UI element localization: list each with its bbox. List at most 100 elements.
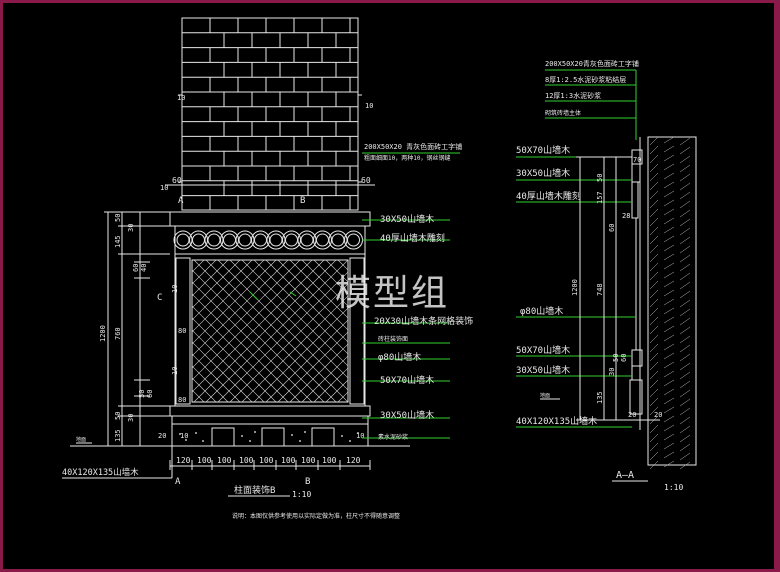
dim-b-5: 100 [281, 456, 296, 465]
sec-dim-5: 1200 [571, 279, 579, 296]
dim-50-mid: 50 [138, 390, 146, 398]
dim-60-mid: 60 [146, 390, 154, 398]
dim-10-b: 10 [171, 367, 179, 375]
elevation-title: 柱面装饰B [234, 484, 275, 496]
rope-ornament [173, 230, 363, 250]
sec-dim-12: 20 [654, 411, 662, 419]
dim-top-right: 60 [361, 176, 371, 185]
callout-leaders [249, 152, 460, 439]
callout-carving: 40厚山墙木雕刻 [380, 232, 445, 244]
callout-brick-face: 200X50X20 青灰色面砖工字铺 [364, 142, 462, 151]
elevation-note: 说明：本图仅供参考使用以实际定做为准，柱尺寸不得随意调整 [232, 512, 400, 520]
sec-dim-3: 28 [622, 212, 630, 220]
dim-brick-base: 10 [160, 184, 168, 192]
callout-30x50-top: 30X50山墙木 [380, 213, 434, 225]
callout-50x70: 50X70山墙木 [380, 374, 434, 386]
sec-top-0: 200X50X20青灰色面砖工字铺 [545, 59, 639, 68]
sec-top-1: 8厚1:2.5水泥砂浆粘结层 [545, 75, 626, 84]
dim-50-bot: 50 [114, 412, 122, 420]
wall-outline [639, 136, 697, 466]
dim-mid-left: 10 [177, 94, 185, 102]
ground-label: 地面 [76, 436, 86, 443]
callout-joint: 粗面细面10，两种10，钢丝钢缝 [364, 154, 450, 162]
sec-dim-8: 60 [620, 354, 628, 362]
sec-dim-0: 70 [633, 156, 641, 164]
dim-b-2: 100 [217, 456, 232, 465]
elevation-view: 60 60 10 10 10 A B C A B [62, 17, 473, 520]
sec-left-3: φ80山墙木 [520, 305, 563, 317]
dim-145: 145 [114, 235, 122, 248]
dim-b-4: 100 [259, 456, 274, 465]
dim-80-a: 80 [178, 327, 186, 335]
gravel-fill [179, 431, 359, 442]
dim-1200: 1200 [99, 325, 107, 342]
sec-top-2: 12厚1:3水泥砂浆 [545, 91, 601, 100]
sec-dim-7: 50 [612, 354, 620, 362]
sec-dim-1: 50 [596, 174, 604, 182]
base-band [169, 405, 371, 447]
dim-40: 40 [140, 264, 148, 272]
dim-50-top: 50 [114, 214, 122, 222]
dim-80-b: 80 [178, 396, 186, 404]
sec-left-6: 40X120X135山墙木 [516, 415, 597, 427]
callout-phi80: φ80山墙木 [378, 351, 421, 363]
callout-lattice: 20X30山墙木条网格装饰 [374, 315, 473, 327]
bottom-left-leader [62, 446, 173, 479]
sec-left-2: 40厚山墙木雕刻 [516, 190, 581, 202]
marker-a-top: A [178, 196, 184, 206]
corner-posts [175, 257, 365, 405]
callout-column-face: 砖柱装饰面 [378, 335, 408, 343]
bottom-left-label: 40X120X135山墙木 [62, 467, 139, 478]
section-ground-label: 地面 [540, 392, 550, 399]
sec-dim-11: 20 [628, 411, 636, 419]
wall-hatch [649, 136, 691, 470]
dim-mid-right: 10 [365, 102, 373, 110]
section-title: A—A [616, 470, 634, 481]
sec-dim-2: 157 [596, 191, 604, 204]
sec-left-4: 50X70山墙木 [516, 344, 570, 356]
dim-135: 135 [114, 429, 122, 442]
callout-mortar: 素水泥砂浆 [378, 433, 408, 441]
sec-dim-10: 30 [608, 368, 616, 376]
sec-left-0: 50X70山墙木 [516, 144, 570, 156]
dim-b-0: 120 [176, 456, 191, 465]
dim-b-9: 10 [180, 432, 188, 440]
marker-b-bottom: B [305, 477, 310, 487]
section-scale: 1:10 [664, 483, 683, 492]
dim-30-bot: 30 [127, 414, 135, 422]
dim-b-7: 100 [322, 456, 337, 465]
dim-b-8: 120 [346, 456, 361, 465]
dim-60: 60 [132, 264, 140, 272]
sec-dim-6: 748 [596, 283, 604, 296]
dim-20: 20 [158, 432, 166, 440]
brick-column [181, 17, 359, 211]
section-dim-lines [576, 156, 632, 421]
marker-b-top: B [300, 196, 305, 206]
sec-left-1: 30X50山墙木 [516, 167, 570, 179]
watermark: 模型组 [335, 273, 450, 314]
top-dim-lines [165, 94, 375, 186]
left-dim-chain [104, 211, 170, 447]
section-top-leaders [516, 69, 637, 428]
dim-10-a: 10 [171, 285, 179, 293]
dim-b-6: 100 [301, 456, 316, 465]
sec-left-5: 30X50山墙木 [516, 364, 570, 376]
sec-dim-4: 60 [608, 224, 616, 232]
dim-30-top: 30 [127, 224, 135, 232]
marker-a-bottom: A [175, 477, 181, 487]
sec-dim-9: 135 [596, 391, 604, 404]
dim-b-1: 100 [197, 456, 212, 465]
dim-b-3: 100 [239, 456, 254, 465]
marker-c: C [157, 293, 162, 303]
dim-760: 760 [114, 327, 122, 340]
section-view: 200X50X20青灰色面砖工字铺 8厚1:2.5水泥砂浆粘结层 12厚1:3水… [516, 59, 697, 492]
sec-top-3: 砌筑砖墙主体 [545, 109, 581, 117]
lattice-pattern [192, 260, 348, 402]
dim-top-left: 60 [172, 176, 182, 185]
bottom-dim-line [169, 460, 371, 470]
callout-30x50-bot: 30X50山墙木 [380, 409, 434, 421]
dim-b-10: 10 [356, 432, 364, 440]
elevation-scale: 1:10 [292, 490, 311, 499]
